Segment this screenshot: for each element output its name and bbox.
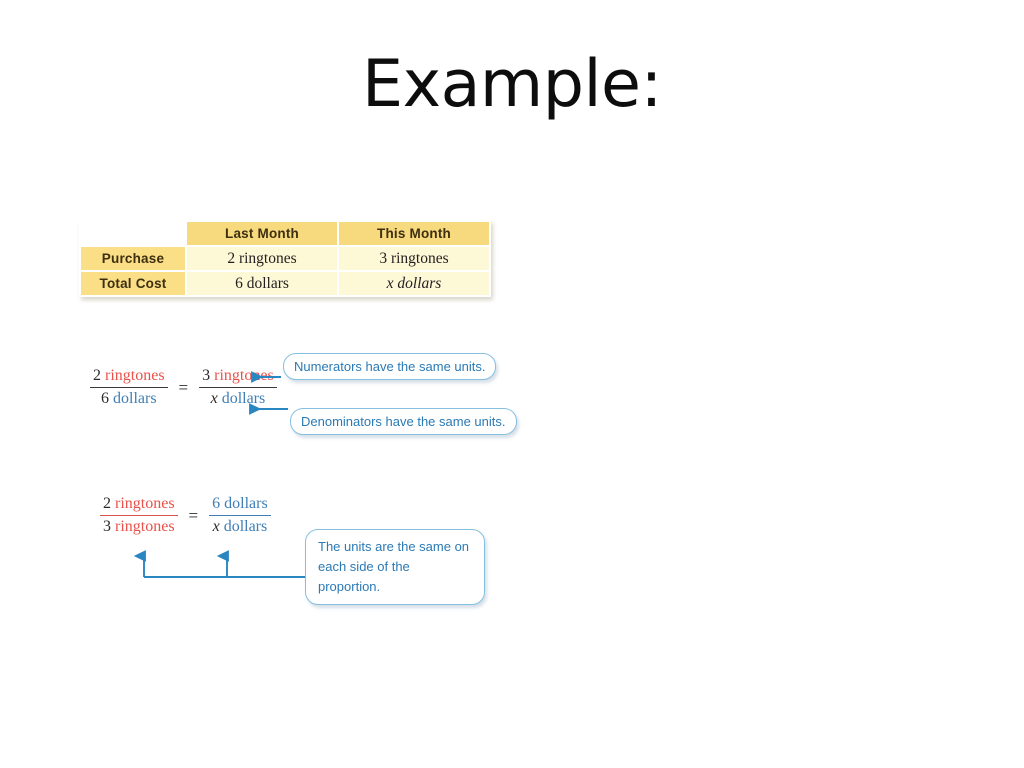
- fraction-numerator: 3 ringtones: [202, 367, 274, 384]
- callout-numerators: Numerators have the same units.: [283, 353, 497, 380]
- callout-proportion-units: The units are the same on each side of t…: [305, 529, 485, 605]
- equation-two: 2 ringtones 3 ringtones = 6 dollars x do…: [100, 494, 271, 538]
- callout-denominators: Denominators have the same units.: [290, 408, 517, 435]
- ratio-table: Last Month This Month Purchase 2 rington…: [79, 220, 491, 297]
- table-cell-total-cost-last-month: 6 dollars: [187, 272, 337, 295]
- table-row-header-purchase: Purchase: [81, 247, 185, 270]
- table-column-header-last-month: Last Month: [187, 222, 337, 245]
- variable-x: x dollars: [386, 274, 442, 292]
- equation-one-left-fraction: 2 ringtones 6 dollars: [90, 366, 168, 410]
- table-row-header-total-cost: Total Cost: [81, 272, 185, 295]
- table-row: Purchase 2 ringtones 3 ringtones: [81, 247, 489, 270]
- fraction-denominator: x dollars: [209, 515, 271, 537]
- fraction-numerator: 2 ringtones: [93, 367, 165, 384]
- table-corner-cell: [81, 222, 185, 245]
- table-cell-purchase-this-month: 3 ringtones: [339, 247, 489, 270]
- fraction-denominator: 3 ringtones: [100, 515, 178, 537]
- equation-one-right-fraction: 3 ringtones x dollars: [199, 366, 277, 410]
- table-cell-total-cost-this-month: x dollars: [339, 272, 489, 295]
- callout-line-2: each side of the proportion.: [318, 559, 410, 594]
- table-header-row: Last Month This Month: [81, 222, 489, 245]
- equals-sign: =: [188, 505, 199, 525]
- table-column-header-this-month: This Month: [339, 222, 489, 245]
- fraction-numerator: 6 dollars: [212, 495, 268, 512]
- table-row: Total Cost 6 dollars x dollars: [81, 272, 489, 295]
- callout-line-1: The units are the same on: [318, 539, 470, 554]
- page-title: Example:: [362, 47, 662, 122]
- equals-sign: =: [178, 377, 189, 397]
- fraction-denominator: x dollars: [199, 387, 277, 409]
- fraction-denominator: 6 dollars: [90, 387, 168, 409]
- table-cell-purchase-last-month: 2 ringtones: [187, 247, 337, 270]
- equation-one: 2 ringtones 6 dollars = 3 ringtones x do…: [90, 366, 277, 410]
- equation-two-left-fraction: 2 ringtones 3 ringtones: [100, 494, 178, 538]
- equation-two-right-fraction: 6 dollars x dollars: [209, 494, 271, 538]
- fraction-numerator: 2 ringtones: [103, 495, 175, 512]
